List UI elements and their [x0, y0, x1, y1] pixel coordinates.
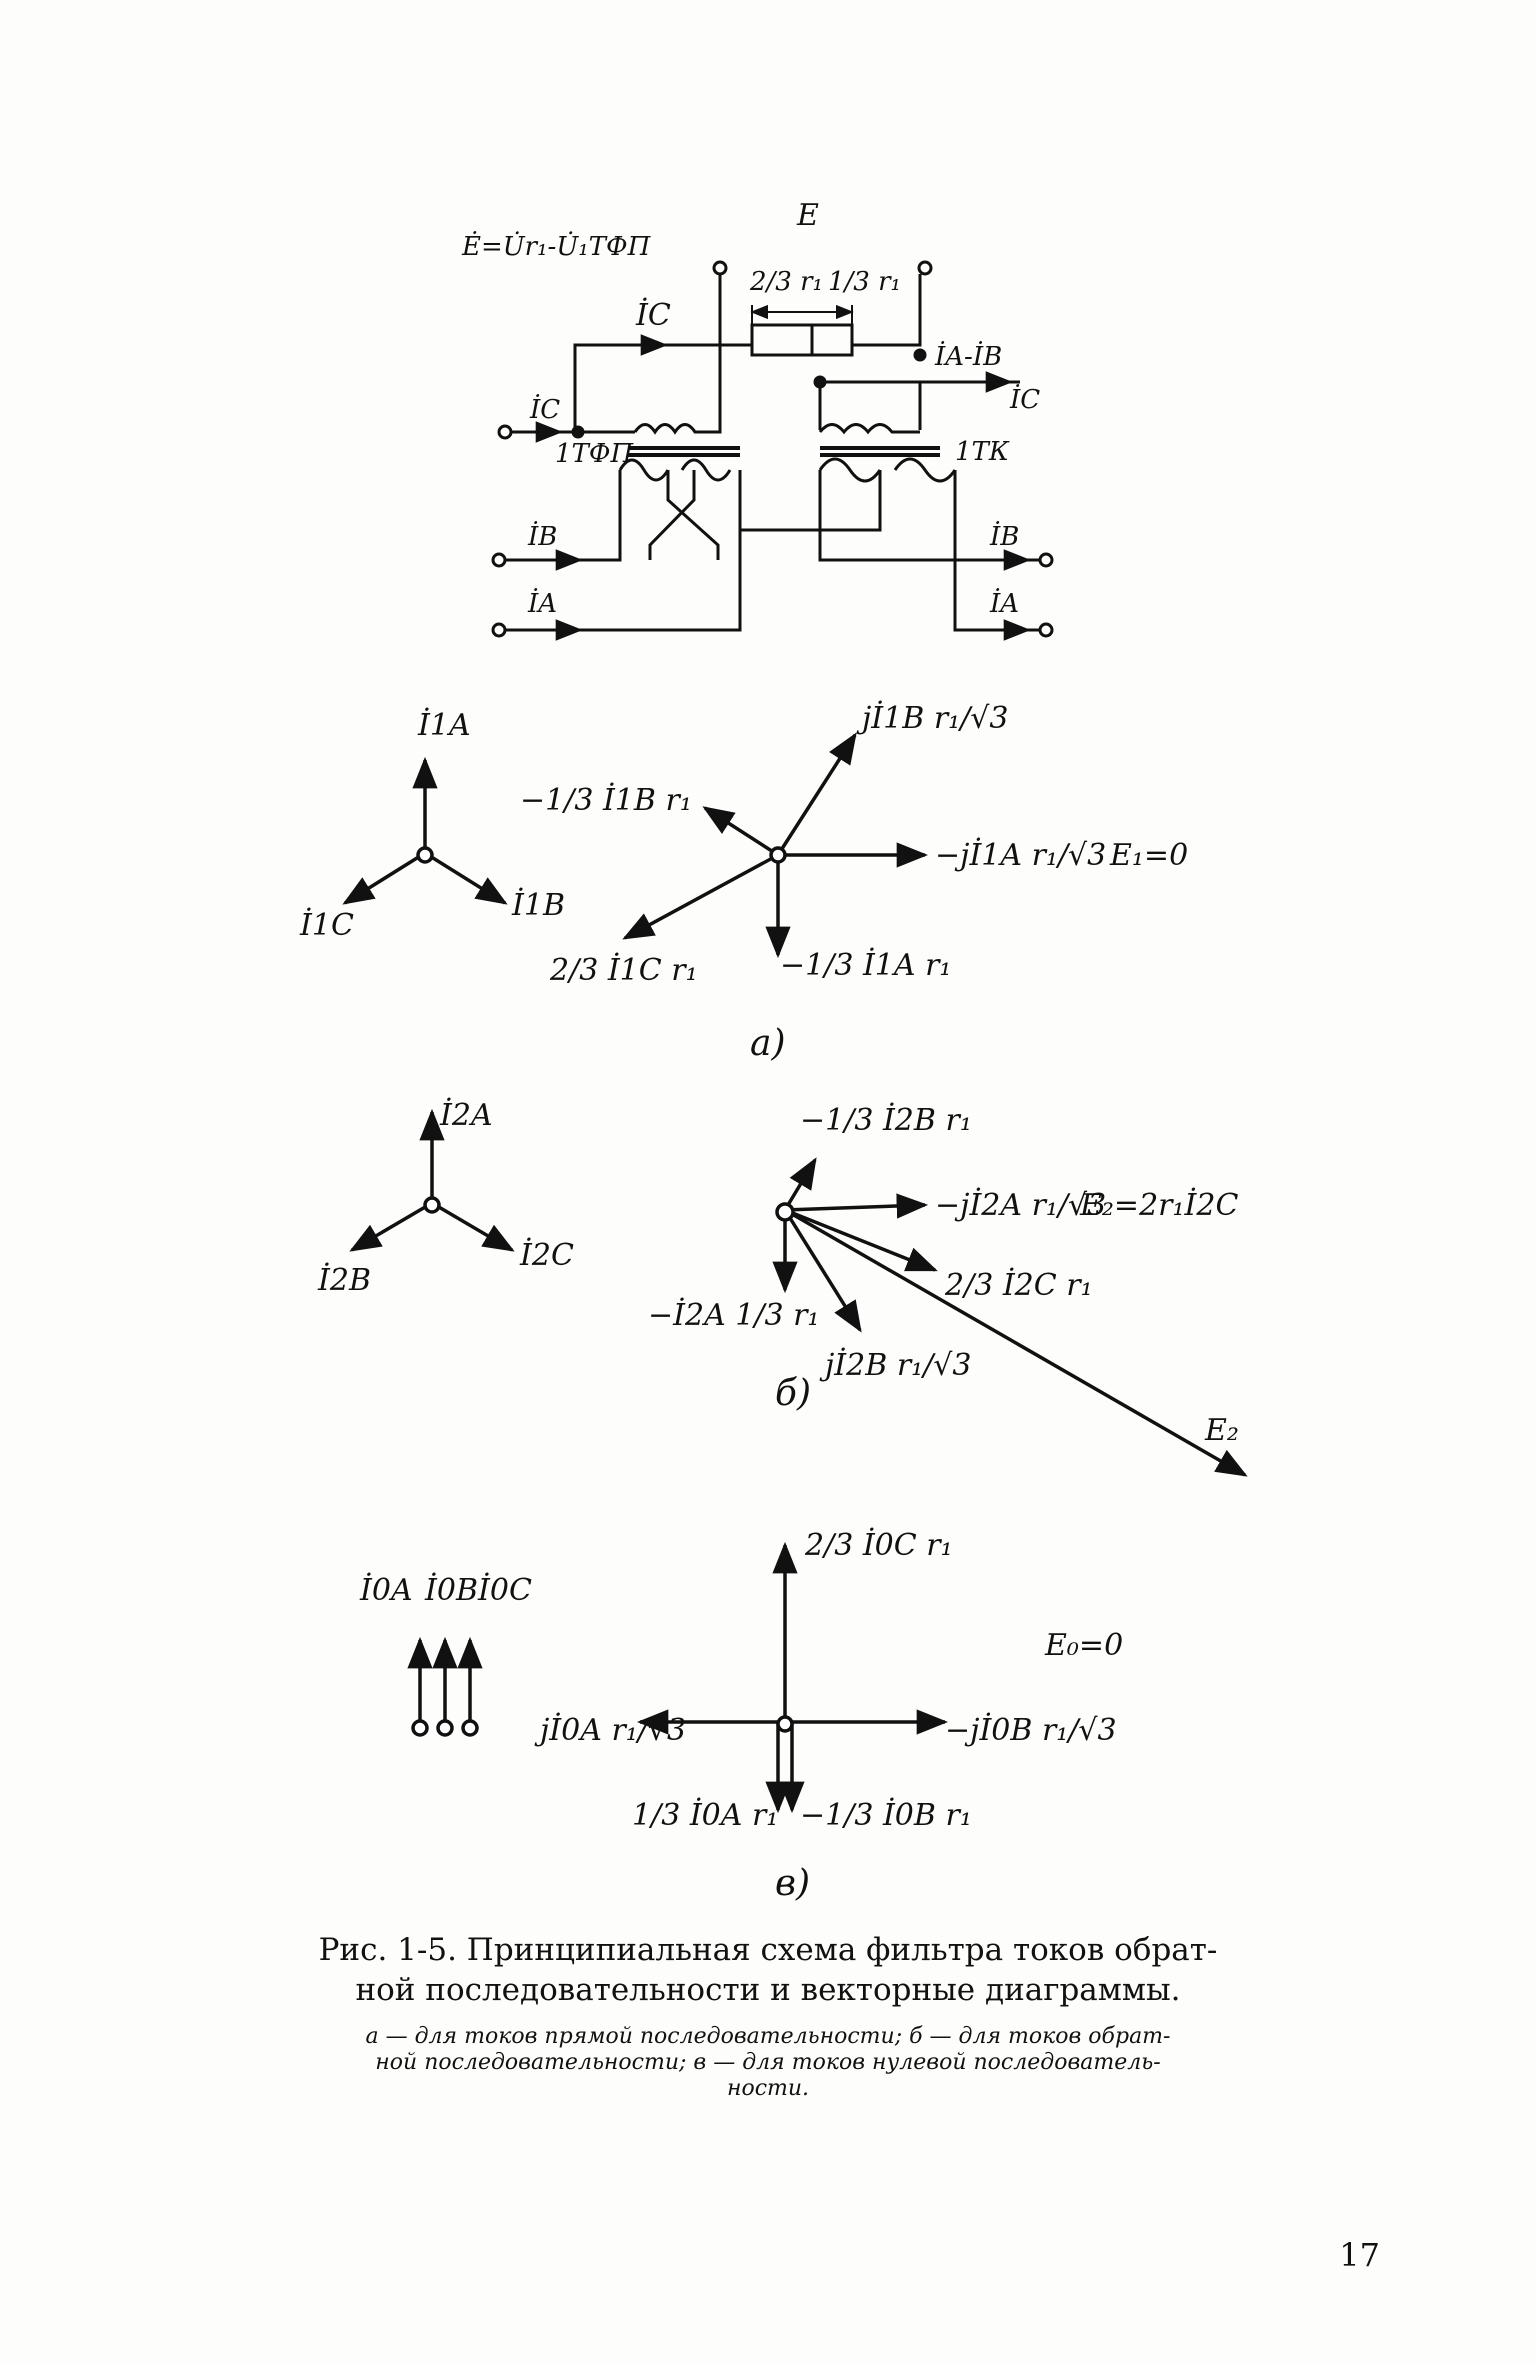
i0b-label: İ0B [424, 1572, 478, 1608]
minus-j-i1a-label: −jİ1A r₁/√3 [935, 837, 1106, 873]
diagram-a-labels: İ1A İ1B İ1C jİ1B r₁/√3 −1/3 İ1B r₁ −jİ1A… [299, 700, 1188, 1064]
ic-right-label: İC [1009, 384, 1040, 415]
j-i2b-label: jİ2B r₁/√3 [819, 1347, 972, 1383]
i0a-label: İ0A [359, 1572, 413, 1608]
i1a-label: İ1A [417, 707, 471, 743]
i1b-label: İ1B [511, 887, 565, 923]
ic-left-label: İC [529, 394, 560, 425]
terminal-top-right [917, 260, 933, 276]
j-i0a-label: jİ0A r₁/√3 [534, 1712, 686, 1748]
e0-label: E₀=0 [1044, 1628, 1123, 1663]
diagram-c-zero-seq [407, 1636, 483, 1737]
minus-third-i0b-label: −1/3 İ0B r₁ [800, 1797, 972, 1833]
diagram-b-labels: İ2A İ2B İ2C −1/3 İ2B r₁ −jİ2A r₁/√3 E₂=2… [317, 1097, 1239, 1448]
terminal-ic-in [497, 424, 513, 440]
i2b-label: İ2B [317, 1262, 371, 1298]
j-i1b-label: jİ1B r₁/√3 [856, 700, 1009, 736]
third-i0a-label: 1/3 İ0A r₁ [632, 1797, 778, 1833]
page-number: 17 [1339, 2236, 1380, 2274]
diagram-b-letter: б) [775, 1373, 811, 1414]
e2-label: E₂ [1204, 1413, 1239, 1448]
wire-ia-left [505, 470, 742, 632]
two-thirds-i2c-label: 2/3 İ2C r₁ [944, 1267, 1093, 1303]
two-thirds-i0c-label: 2/3 İ0C r₁ [804, 1527, 953, 1563]
wire-ib-left [505, 470, 622, 562]
minus-third-i2b-label: −1/3 İ2B r₁ [800, 1102, 972, 1138]
diagram-c-letter: в) [775, 1863, 810, 1904]
caption-line-1: Рис. 1-5. Принципиальная схема фильтра т… [318, 1932, 1218, 1968]
diagram-a-star [342, 756, 508, 905]
minus-third-i1a-label: −1/3 İ1A r₁ [780, 947, 951, 983]
minus-j-i0b-label: −jİ0B r₁/√3 [945, 1712, 1117, 1748]
e-label: E [796, 198, 819, 233]
e2-equation-label: E₂=2r₁İ2C [1079, 1187, 1238, 1223]
figure-caption: Рис. 1-5. Принципиальная схема фильтра т… [250, 1930, 1286, 2010]
ia-left-label: İA [527, 588, 557, 619]
notes-line-2: ной последовательности; в — для токов ну… [375, 2050, 1161, 2075]
minus-i2a-third-label: −İ2A 1/3 r₁ [648, 1297, 819, 1333]
formula-e-label: Ė=U̇r₁-U̇₁ТФП [461, 231, 652, 262]
two-thirds-i1c-label: 2/3 İ1C r₁ [549, 952, 698, 988]
minus-j-i2a-label: −jİ2A r₁/√3 [935, 1187, 1106, 1223]
ia-ib-label: İA-İB [934, 341, 1002, 372]
diagram-a-vectors [622, 732, 929, 959]
i0c-label: İ0C [477, 1572, 532, 1608]
ia-right-label: İA [989, 588, 1019, 619]
diagram-a-letter: а) [750, 1023, 786, 1064]
caption-line-2: ной последовательности и векторные диагр… [355, 1972, 1181, 2008]
notes-line-1: а — для токов прямой последовательности;… [365, 2024, 1171, 2049]
diagram-b-star [349, 1108, 515, 1252]
filter-schematic [491, 260, 1054, 641]
diagram-c-labels: İ0A İ0B İ0C 2/3 İ0C r₁ E₀=0 jİ0A r₁/√3 −… [359, 1527, 1123, 1904]
r-two-thirds-label: 2/3 r₁ [749, 267, 823, 297]
i1c-label: İ1C [299, 907, 354, 943]
notes-line-3: ности. [726, 2076, 810, 2101]
ib-left-label: İB [527, 521, 557, 552]
minus-third-i1b-label: −1/3 İ1B r₁ [520, 782, 692, 818]
tk-label: 1ТК [955, 437, 1010, 467]
tfp-label: 1ТФП [555, 439, 634, 469]
figure-notes: а — для токов прямой последовательности;… [260, 2024, 1276, 2102]
i2a-label: İ2A [439, 1097, 493, 1133]
diagram-b-vectors [772, 1157, 1248, 1477]
ic-top-label: İC [635, 297, 671, 333]
r-one-third-label: 1/3 r₁ [828, 267, 901, 297]
diagram-c-vectors [636, 1541, 949, 1814]
resistor-r1 [750, 323, 854, 357]
terminal-top-left [712, 260, 728, 276]
e1-label: E₁=0 [1109, 838, 1188, 873]
schematic-labels: Ė=U̇r₁-U̇₁ТФП E 2/3 r₁ 1/3 r₁ İC İC İA-İ… [461, 198, 1040, 619]
i2c-label: İ2C [519, 1237, 574, 1273]
ib-right-label: İB [989, 521, 1019, 552]
